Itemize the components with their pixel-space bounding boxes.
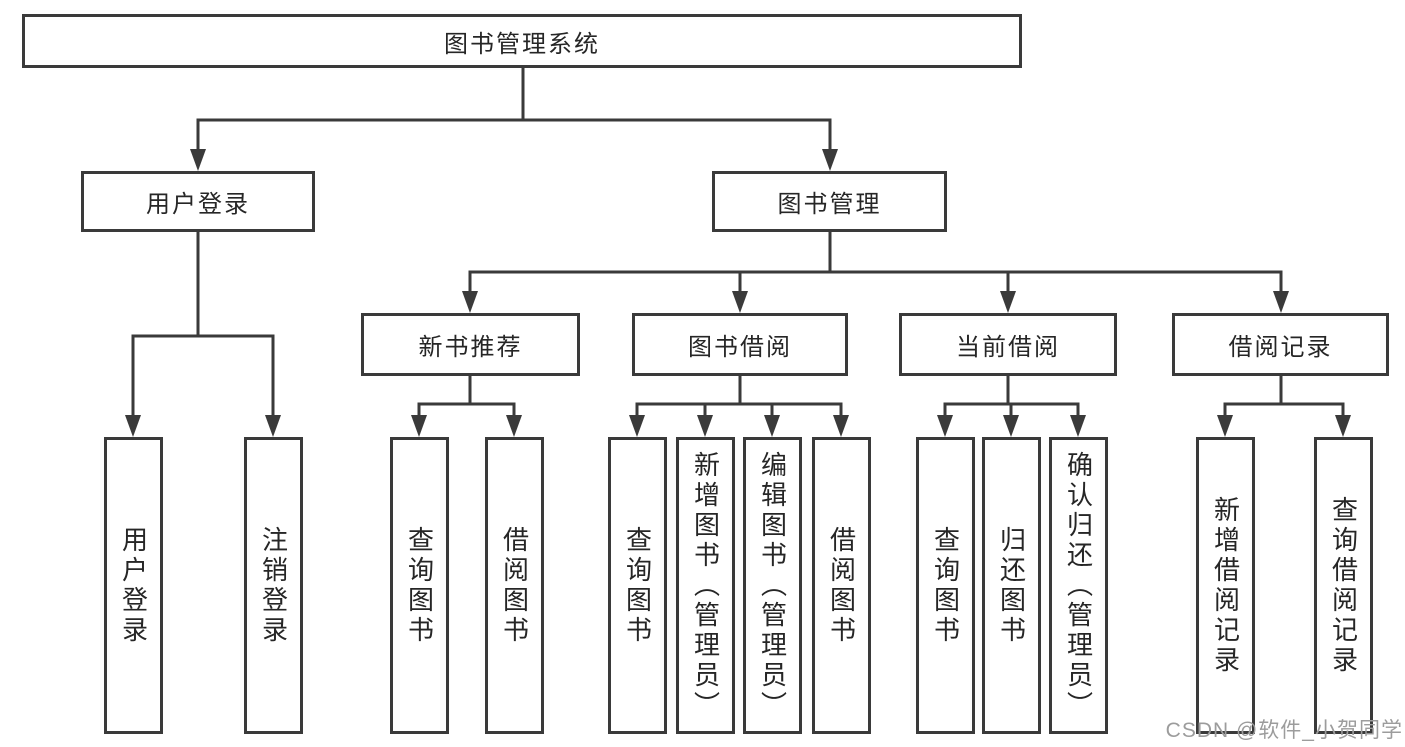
node-library-management-system: 图书管理系统 <box>22 14 1022 68</box>
arrowhead <box>265 415 281 437</box>
leaf-label: 查询图书 <box>404 525 435 646</box>
leaf-label: 查询借阅记录 <box>1328 495 1359 676</box>
arrowhead <box>1000 291 1016 313</box>
leaf-borrow-books-borrow: 借阅图书 <box>812 437 871 734</box>
node-book-management: 图书管理 <box>712 171 947 232</box>
leaf-add-book-admin: 新增图书（管理员） <box>676 437 735 734</box>
arrowhead <box>629 415 645 437</box>
arrowhead <box>937 415 953 437</box>
leaf-user-login: 用户登录 <box>104 437 163 734</box>
node-borrowing-records: 借阅记录 <box>1172 313 1389 376</box>
leaf-label: 借阅图书 <box>499 525 530 646</box>
node-current-borrowing: 当前借阅 <box>899 313 1117 376</box>
arrowhead <box>462 291 478 313</box>
node-new-book-recommendation: 新书推荐 <box>361 313 580 376</box>
arrowhead <box>1003 415 1019 437</box>
arrowheads <box>125 149 1351 437</box>
arrowhead <box>822 149 838 171</box>
arrowhead <box>190 149 206 171</box>
leaf-query-books-current: 查询图书 <box>916 437 975 734</box>
leaf-label: 编辑图书（管理员） <box>757 450 788 721</box>
connector-group <box>131 68 1345 416</box>
arrowhead <box>125 415 141 437</box>
csdn-watermark: CSDN @软件_小贺同学 <box>1165 719 1403 742</box>
arrowhead <box>1273 291 1289 313</box>
leaf-logout: 注销登录 <box>244 437 303 734</box>
leaf-label: 确认归还（管理员） <box>1063 450 1094 721</box>
leaf-label: 归还图书 <box>996 525 1027 646</box>
leaf-confirm-return-admin: 确认归还（管理员） <box>1049 437 1108 734</box>
leaf-label: 新增借阅记录 <box>1210 495 1241 676</box>
leaf-label: 查询图书 <box>930 525 961 646</box>
node-user-login: 用户登录 <box>81 171 315 232</box>
leaf-edit-book-admin: 编辑图书（管理员） <box>743 437 802 734</box>
arrowhead <box>764 415 780 437</box>
leaf-add-borrow-record: 新增借阅记录 <box>1196 437 1255 734</box>
leaf-query-books-borrow: 查询图书 <box>608 437 667 734</box>
leaf-query-borrow-record: 查询借阅记录 <box>1314 437 1373 734</box>
leaf-borrow-books-recommend: 借阅图书 <box>485 437 544 734</box>
leaf-label: 用户登录 <box>118 525 149 646</box>
arrowhead <box>1335 415 1351 437</box>
arrowhead <box>1217 415 1233 437</box>
leaf-label: 借阅图书 <box>826 525 857 646</box>
node-book-borrowing: 图书借阅 <box>632 313 848 376</box>
leaf-label: 查询图书 <box>622 525 653 646</box>
leaf-return-book: 归还图书 <box>982 437 1041 734</box>
leaf-label: 注销登录 <box>258 525 289 646</box>
arrowhead <box>732 291 748 313</box>
arrowhead <box>506 415 522 437</box>
arrowhead <box>411 415 427 437</box>
leaf-query-books-recommend: 查询图书 <box>390 437 449 734</box>
leaf-label: 新增图书（管理员） <box>690 450 721 721</box>
arrowhead <box>833 415 849 437</box>
arrowhead <box>1070 415 1086 437</box>
arrowhead <box>697 415 713 437</box>
